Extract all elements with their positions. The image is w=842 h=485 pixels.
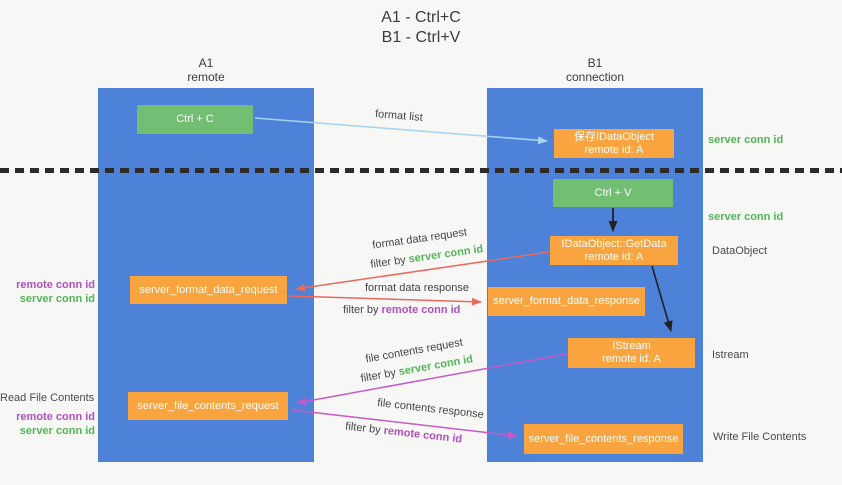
column-b-id: B1 xyxy=(587,56,603,70)
node-save-dataobject-line2: remote id: A xyxy=(584,143,644,156)
node-ctrl-c-label: Ctrl + C xyxy=(176,113,214,125)
filter-by-text: filter by xyxy=(343,304,379,316)
node-istream-line1: IStream xyxy=(612,340,651,352)
node-getdata-line2: remote id: A xyxy=(584,250,644,263)
label-file-contents-response: file contents response xyxy=(376,396,485,422)
node-istream: IStream remote id: A xyxy=(568,338,695,368)
annotation-remote-conn-id-1: remote conn id xyxy=(16,279,95,291)
annotation-istream: Istream xyxy=(712,349,749,361)
annotation-dataobject: DataObject xyxy=(712,245,768,257)
node-getdata: IDataObject::GetData remote id: A xyxy=(550,236,678,265)
label-format-data-response: format data response xyxy=(365,282,469,294)
node-format-request: server_format_data_request xyxy=(130,276,287,304)
filter-by-server-conn-id: server conn id xyxy=(407,243,485,266)
node-file-response-label: server_file_contents_response xyxy=(528,432,679,445)
annotation-server-conn-id-2: server conn id xyxy=(708,211,784,223)
filter-by-text: filter by xyxy=(369,254,407,271)
annotation-write-file-contents: Write File Contents xyxy=(713,431,807,443)
node-save-dataobject: 保存IDataObject remote id: A xyxy=(554,129,674,158)
label-filter-file-response: filter by remote conn id xyxy=(345,420,463,445)
annotation-remote-conn-id-2: remote conn id xyxy=(16,411,95,423)
dashed-separator xyxy=(0,168,842,173)
column-b-role: connection xyxy=(565,70,625,84)
title-line-2: B1 - Ctrl+V xyxy=(381,29,461,46)
node-ctrl-c: Ctrl + C xyxy=(137,105,253,134)
filter-by-remote-conn-id: remote conn id xyxy=(381,304,461,316)
column-b-header: B1 connection xyxy=(487,56,703,84)
annotation-read-file-contents: Read File Contents xyxy=(0,392,95,404)
node-save-dataobject-line1: 保存IDataObject xyxy=(573,130,655,143)
column-a-header: A1 remote xyxy=(98,56,314,84)
node-format-response: server_format_data_response xyxy=(488,287,645,316)
diagram-title: A1 - Ctrl+C B1 - Ctrl+V xyxy=(0,8,842,48)
annotation-server-conn-id-3: server conn id xyxy=(19,293,95,305)
label-format-list: format list xyxy=(374,108,424,124)
node-ctrl-v-label: Ctrl + V xyxy=(594,186,632,199)
annotation-server-conn-id-1: server conn id xyxy=(708,134,784,146)
node-format-request-label: server_format_data_request xyxy=(139,283,278,296)
node-file-request-label: server_file_contents_request xyxy=(137,399,279,412)
node-file-request: server_file_contents_request xyxy=(128,392,288,420)
column-a-id: A1 xyxy=(198,56,214,70)
annotation-server-conn-id-4: server conn id xyxy=(19,425,95,437)
column-a-role: remote xyxy=(187,70,225,84)
node-ctrl-v: Ctrl + V xyxy=(553,179,673,207)
filter-by-remote-conn-id: remote conn id xyxy=(382,424,463,446)
node-file-response: server_file_contents_response xyxy=(524,424,683,454)
format-data-response-arrow xyxy=(288,295,482,306)
node-istream-line2: remote id: A xyxy=(602,353,661,365)
label-filter-format-response: filter by remote conn id xyxy=(343,304,460,316)
filter-by-text: filter by xyxy=(359,366,397,385)
filter-by-text: filter by xyxy=(344,420,382,437)
node-getdata-line1: IDataObject::GetData xyxy=(561,237,667,250)
node-format-response-label: server_format_data_response xyxy=(493,295,640,307)
title-line-1: A1 - Ctrl+C xyxy=(381,9,461,26)
